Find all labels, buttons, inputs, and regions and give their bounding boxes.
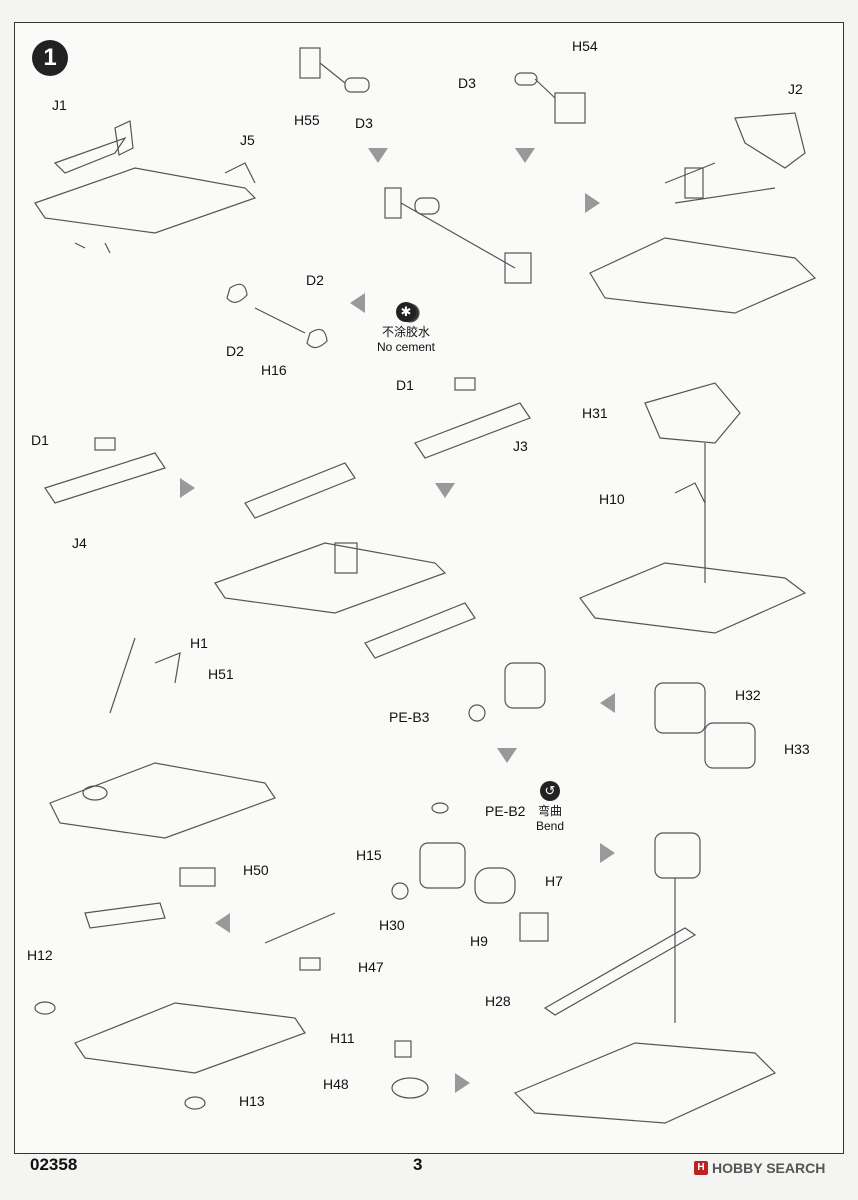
label-h13: H13	[239, 1093, 265, 1109]
parts-h54-d3-drawing	[514, 72, 586, 124]
label-h12: H12	[27, 947, 53, 963]
bend-note-cn: 弯曲	[537, 804, 562, 818]
hobby-search-logo-icon: H	[694, 1161, 708, 1175]
chassis-j1-j5-drawing	[34, 120, 257, 254]
label-h16: H16	[261, 362, 287, 378]
frame-j2-drawing	[589, 112, 817, 314]
leaf-spring-j4-drawing	[44, 437, 166, 504]
label-h10: H10	[599, 491, 625, 507]
chassis-h31-h10-drawing	[579, 382, 807, 634]
parts-h55-d3-drawing	[299, 47, 370, 93]
label-j3: J3	[513, 438, 528, 454]
flow-arrow-icon	[515, 148, 535, 163]
flow-arrow-icon	[180, 478, 195, 498]
step-number-badge: 1	[32, 40, 68, 76]
gearbox-h7-h9-h15-drawing	[391, 802, 549, 942]
label-h15: H15	[356, 847, 382, 863]
label-d1-left: D1	[31, 432, 49, 448]
leaf-spring-j3-drawing	[414, 377, 531, 459]
flow-arrows	[180, 148, 615, 1093]
label-h1: H1	[190, 635, 208, 651]
label-h9: H9	[470, 933, 488, 949]
flow-arrow-icon	[350, 293, 365, 313]
flow-arrow-icon	[497, 748, 517, 763]
kit-number: 02358	[30, 1155, 78, 1174]
label-j1: J1	[52, 97, 67, 113]
flow-arrow-icon	[368, 148, 388, 163]
label-h32: H32	[735, 687, 761, 703]
flow-arrow-icon	[600, 843, 615, 863]
label-h11: H11	[330, 1030, 355, 1046]
no-cement-note-cn: 不涂胶水	[381, 325, 430, 339]
label-d3-right: D3	[458, 75, 476, 91]
label-d2-right: D2	[306, 272, 324, 288]
label-j4: J4	[72, 535, 87, 551]
parts-h11-h48-drawing	[391, 1040, 429, 1099]
bend-note: 弯曲 Bend	[520, 804, 580, 834]
chassis-springs-drawing	[214, 462, 476, 659]
flow-arrow-icon	[215, 913, 230, 933]
no-cement-icon: ✱	[396, 302, 416, 322]
label-h50: H50	[243, 862, 269, 878]
watermark: H HOBBY SEARCH	[694, 1160, 825, 1176]
bend-icon: ↺	[540, 781, 560, 801]
flow-arrow-icon	[455, 1073, 470, 1093]
assembly-drawing	[34, 47, 817, 1124]
label-h31: H31	[582, 405, 608, 421]
label-d3-left: D3	[355, 115, 373, 131]
label-h51: H51	[208, 666, 234, 682]
bend-note-en: Bend	[535, 819, 565, 833]
flow-arrow-icon	[600, 693, 615, 713]
label-j5: J5	[240, 132, 255, 148]
chassis-h50-h30-drawing	[34, 867, 336, 1110]
chassis-h1-h51-drawing	[49, 637, 276, 839]
no-cement-note: 不涂胶水 No cement	[366, 325, 446, 355]
label-d2-left: D2	[226, 343, 244, 359]
label-j2: J2	[788, 81, 803, 97]
chassis-h28-drawing	[513, 832, 777, 1124]
label-h47: H47	[358, 959, 384, 975]
label-h48: H48	[323, 1076, 349, 1092]
page-number: 3	[413, 1155, 423, 1174]
label-h55: H55	[294, 112, 320, 128]
label-h30: H30	[379, 917, 405, 933]
gearbox-h32-h33-drawing	[468, 662, 756, 769]
flow-arrow-icon	[585, 193, 600, 213]
flow-arrow-icon	[435, 483, 455, 498]
watermark-text: HOBBY SEARCH	[712, 1160, 826, 1176]
label-pe-b2: PE-B2	[485, 803, 526, 819]
label-h28: H28	[485, 993, 511, 1009]
no-cement-note-en: No cement	[376, 340, 436, 354]
step-frame	[14, 22, 844, 1154]
label-d1-center: D1	[396, 377, 414, 393]
label-h54: H54	[572, 38, 598, 54]
label-pe-b3: PE-B3	[389, 709, 430, 725]
label-h7: H7	[545, 873, 563, 889]
label-h33: H33	[784, 741, 810, 757]
parts-d2-h16-drawing	[226, 283, 328, 349]
